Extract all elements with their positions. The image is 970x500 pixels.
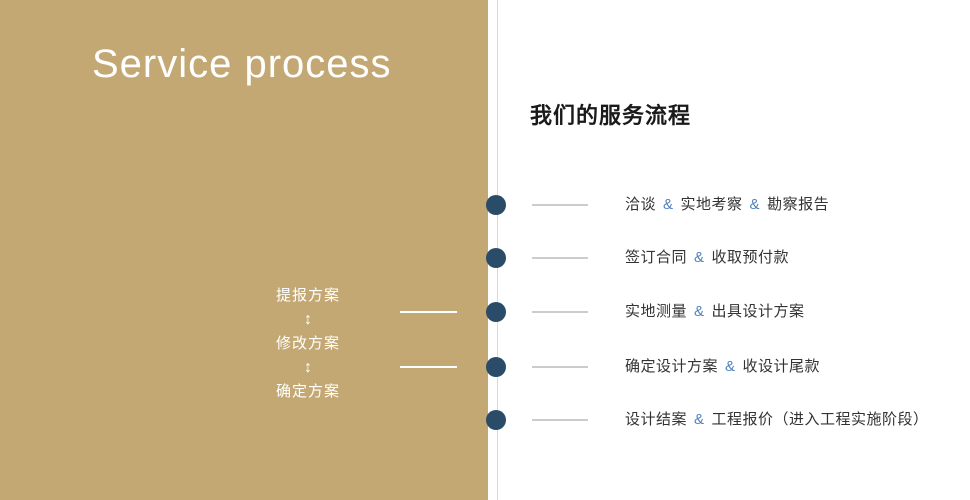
section-title: 我们的服务流程 [530, 103, 692, 128]
tick-line [532, 311, 588, 313]
step-text-segment: 实地测量 [625, 303, 688, 320]
step-text-segment: 实地考察 [680, 196, 743, 213]
plan-flow: 提报方案 ↕ 修改方案 ↕ 确定方案 [258, 284, 358, 404]
left-panel: Service process 提报方案 ↕ 修改方案 ↕ 确定方案 [0, 0, 488, 500]
plan-step-submit: 提报方案 [275, 287, 340, 304]
step-text-segment: 设计结案 [625, 411, 688, 428]
ampersand: & [663, 196, 674, 213]
connector-line [400, 311, 457, 313]
step-text-segment: 洽谈 [625, 196, 657, 213]
updown-arrow-icon: ↕ [304, 359, 312, 376]
step-text: 签订合同&收取预付款 [625, 248, 789, 268]
ampersand: & [694, 411, 705, 428]
step-text-segment: 确定设计方案 [625, 358, 719, 375]
tick-line [532, 366, 588, 368]
ampersand: & [725, 358, 736, 375]
connector-line [400, 366, 457, 368]
timeline-dot [486, 357, 506, 377]
timeline-dot [486, 410, 506, 430]
step-text-segment: 出具设计方案 [711, 303, 805, 320]
tick-line [532, 204, 588, 206]
step-text: 设计结案&工程报价（进入工程实施阶段） [625, 410, 929, 430]
timeline-dot [486, 302, 506, 322]
plan-step-revise: 修改方案 [275, 335, 340, 352]
tick-line [532, 257, 588, 259]
plan-step-confirm: 确定方案 [275, 383, 340, 400]
step-text-segment: 签订合同 [625, 249, 688, 266]
updown-arrow-icon: ↕ [304, 311, 312, 328]
timeline-dot [486, 248, 506, 268]
step-text-segment: 勘察报告 [767, 196, 830, 213]
timeline-dot [486, 195, 506, 215]
ampersand: & [749, 196, 761, 213]
step-text: 实地测量&出具设计方案 [625, 302, 805, 322]
ampersand: & [694, 303, 705, 320]
step-text-segment: 收设计尾款 [742, 358, 821, 375]
step-text: 洽谈&实地考察&勘察报告 [625, 195, 829, 215]
step-text-segment: 收取预付款 [711, 249, 790, 266]
page-title: Service process [92, 42, 392, 86]
tick-line [532, 419, 588, 421]
ampersand: & [694, 249, 705, 266]
step-text: 确定设计方案&收设计尾款 [625, 357, 820, 377]
step-text-segment: 工程报价（进入工程实施阶段） [711, 411, 929, 428]
